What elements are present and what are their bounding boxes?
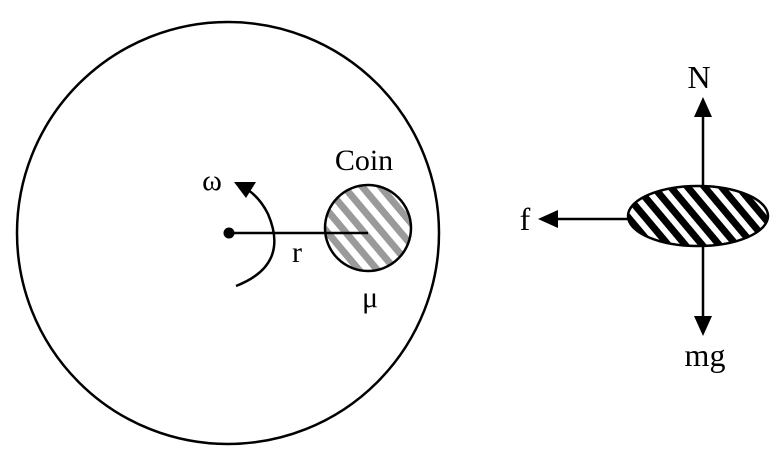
coin-label: Coin <box>335 144 393 177</box>
turntable-disk <box>15 20 441 446</box>
rotation-arc <box>235 188 276 288</box>
weight-arrowhead-icon <box>694 316 712 336</box>
rotation-arrowhead-icon <box>234 182 256 198</box>
weight-label: mg <box>685 337 726 373</box>
radius-label: r <box>292 236 302 269</box>
friction-coefficient-label: μ <box>362 281 378 314</box>
friction-force-label: f <box>520 201 531 237</box>
coin-side-view <box>626 184 770 248</box>
friction-arrowhead-icon <box>538 210 558 228</box>
coin-on-disk <box>323 183 413 273</box>
omega-label: ω <box>202 164 222 197</box>
normal-force-label: N <box>687 59 710 95</box>
normal-force-arrowhead-icon <box>694 97 712 117</box>
